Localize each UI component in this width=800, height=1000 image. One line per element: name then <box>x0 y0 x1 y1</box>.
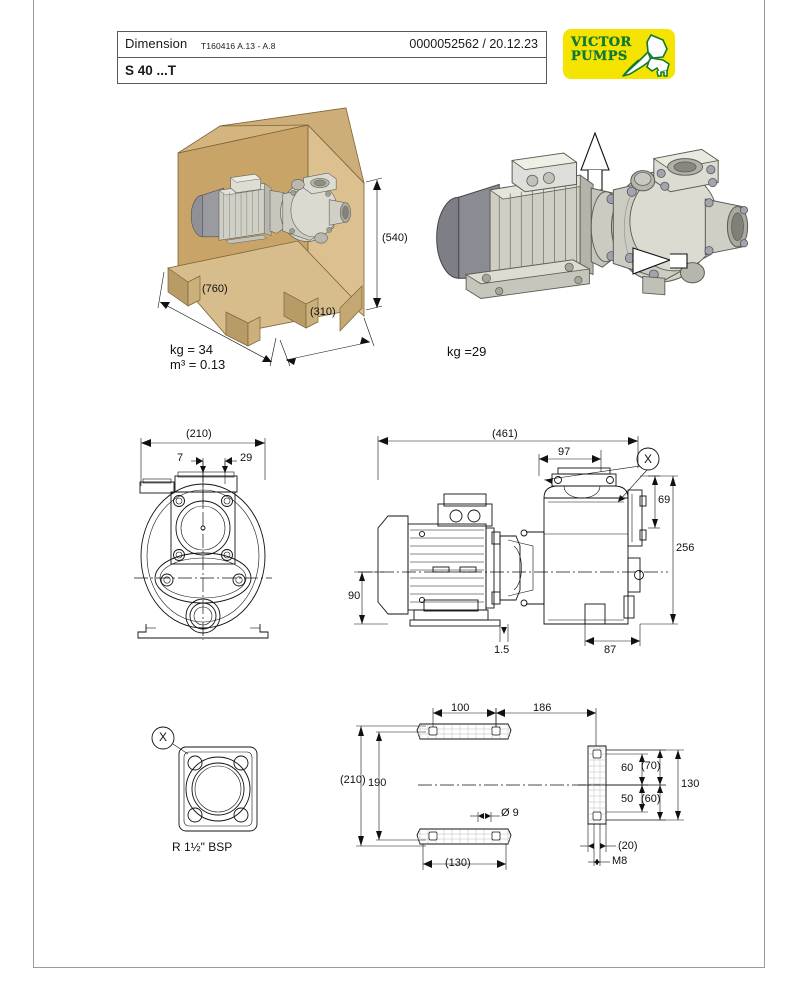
baseplate-inner-width-dimension: 190 <box>368 777 387 789</box>
baseplate-overall-width-dimension: (210) <box>340 774 366 786</box>
pump-isometric-view <box>425 128 749 348</box>
front-offset-right-dimension: 29 <box>240 452 253 464</box>
baseplate-hole-spacing-top-dimension: 100 <box>451 702 470 714</box>
elephant-icon <box>622 34 670 77</box>
side-base-thickness-dimension: 1.5 <box>494 644 510 656</box>
side-foot-dimension: 87 <box>604 644 617 656</box>
crate-depth-dimension: (310) <box>310 306 336 318</box>
title-block-row-document: Dimension T160416 A.13 - A.8 0000052562 … <box>118 32 546 58</box>
flange-callout-x-label: X <box>159 730 168 744</box>
model-designation-label: S 40 ...T <box>125 63 177 78</box>
front-offset-left-dimension: 7 <box>177 452 184 464</box>
front-overall-width-dimension: (210) <box>186 428 212 440</box>
baseplate-plan-view: 100 186 (210) 190 Ø 9 (130) 60 (70) 130 … <box>340 694 699 884</box>
sheet-border <box>33 0 765 968</box>
inlet-flow-arrow <box>632 247 688 275</box>
title-block: Dimension T160416 A.13 - A.8 0000052562 … <box>117 31 547 84</box>
baseplate-foot-length-dimension: (130) <box>445 857 471 869</box>
baseplate-overall-height-dimension: 130 <box>681 778 700 790</box>
pump-weight-label: kg =29 <box>447 344 487 359</box>
side-shaft-height-dimension: 90 <box>348 590 361 602</box>
logo-line-1: VICTOR <box>571 35 632 50</box>
logo-line-2: PUMPS <box>571 49 628 64</box>
pump-side-view: (461) 97 X 69 256 90 1.5 87 <box>348 428 694 663</box>
side-overall-height-dimension: 256 <box>676 542 695 554</box>
crate-volume-note: m³ = 0.13 <box>170 357 226 372</box>
baseplate-lower-outer-dimension: (60) <box>641 793 661 805</box>
document-type-label: Dimension <box>125 36 188 51</box>
crate-height-dimension: (540) <box>382 232 408 244</box>
side-port-height-dimension: 69 <box>658 494 671 506</box>
flange-thread-label: R 1½" BSP <box>172 840 233 854</box>
title-block-row-model: S 40 ...T <box>118 58 546 84</box>
outlet-flow-arrow <box>580 131 610 191</box>
baseplate-upper-hole-offset-dimension: 60 <box>621 762 634 774</box>
baseplate-upper-outer-dimension: (70) <box>641 760 661 772</box>
document-code-label: T160416 A.13 - A.8 <box>201 41 276 51</box>
flange-detail-x: X R 1½" BSP <box>140 718 280 858</box>
baseplate-thread-dimension: M8 <box>612 855 628 867</box>
baseplate-thickness-dimension: (20) <box>618 840 638 852</box>
crate-length-dimension: (760) <box>202 283 228 295</box>
detail-callout-x-label: X <box>644 452 653 466</box>
pump-front-view: (210) 7 29 <box>120 428 325 643</box>
baseplate-hole-diameter-dimension: Ø 9 <box>501 807 519 819</box>
packaging-crate-view: (760) (310) (540) <box>150 107 420 367</box>
crate-weight-note: kg = 34 <box>170 342 214 357</box>
baseplate-motor-distance-dimension: 186 <box>533 702 552 714</box>
side-overall-length-dimension: (461) <box>492 428 518 440</box>
side-port-offset-dimension: 97 <box>558 446 571 458</box>
document-number-label: 0000052562 / 20.12.23 <box>409 37 538 51</box>
baseplate-lower-hole-offset-dimension: 50 <box>621 793 634 805</box>
